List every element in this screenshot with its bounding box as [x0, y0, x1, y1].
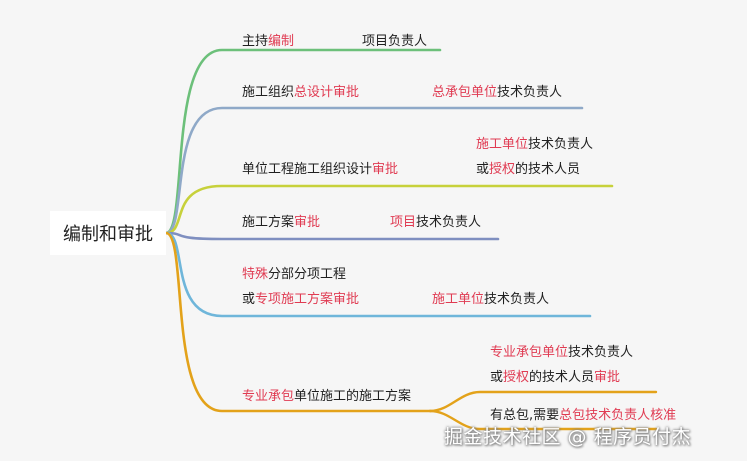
- highlight-text: 授权: [503, 370, 530, 385]
- label-text: 有总包,需要: [490, 408, 560, 423]
- label-text: 的技术人员: [529, 370, 595, 385]
- highlight-text: 编制: [268, 34, 295, 49]
- label-text: 技术负责人: [497, 85, 563, 100]
- highlight-text: 特殊: [242, 267, 269, 282]
- highlight-text: 施工单位: [476, 137, 529, 152]
- label-text: 或: [242, 292, 256, 307]
- branch-connector-4: [164, 231, 500, 241]
- highlight-text: 项目: [390, 215, 417, 230]
- label-text: 项目负责人: [362, 34, 428, 49]
- branch-2-responsible: 总承包单位技术负责人: [432, 85, 562, 101]
- branch-5-label: 或专项施工方案审批: [242, 292, 359, 308]
- branch-3-label: 单位工程施工组织设计审批: [242, 162, 398, 178]
- label-text: 单位施工的施工方案: [294, 389, 412, 404]
- label-text: 单位工程施工组织设计: [242, 162, 373, 177]
- label-text: 施工方案: [242, 215, 295, 230]
- label-text: 的技术人员: [515, 162, 581, 177]
- label-text: 技术负责人: [568, 345, 634, 360]
- highlight-text: 授权: [489, 162, 516, 177]
- highlight-text: 审批: [294, 215, 321, 230]
- root-node[interactable]: 编制和审批: [50, 211, 166, 255]
- branch-6-note: 有总包,需要总包技术负责人核准: [490, 408, 676, 424]
- highlight-text: 总承包单位: [432, 85, 498, 100]
- highlight-text: 施工单位: [432, 292, 485, 307]
- branch-6-responsible: 专业承包单位技术负责人: [490, 345, 633, 361]
- highlight-text: 审批: [594, 370, 621, 385]
- branch-5-responsible: 施工单位技术负责人: [432, 292, 549, 308]
- highlight-text: 专项施工方案审批: [255, 292, 360, 307]
- branch-4-responsible: 项目技术负责人: [390, 215, 481, 231]
- label-text: 或: [476, 162, 490, 177]
- label-text: 主持: [242, 34, 269, 49]
- branch-3-responsible: 或授权的技术人员: [476, 162, 580, 178]
- branch-connector-2: [164, 106, 584, 235]
- label-text: 技术负责人: [484, 292, 550, 307]
- branch-1-responsible: 项目负责人: [362, 34, 427, 50]
- watermark: 掘金技术社区 @ 程序员付杰: [444, 426, 692, 448]
- branch-2-label: 施工组织总设计审批: [242, 85, 359, 101]
- branch-4-label: 施工方案审批: [242, 215, 320, 231]
- branch-connector-5: [164, 231, 592, 318]
- branch-connector-3: [164, 184, 614, 235]
- branch-3-responsible: 施工单位技术负责人: [476, 137, 593, 153]
- highlight-text: 审批: [372, 162, 399, 177]
- branch-5-label: 特殊分部分项工程: [242, 267, 346, 283]
- branch-6-label: 专业承包单位施工的施工方案: [242, 389, 411, 405]
- highlight-text: 专业承包: [242, 389, 295, 404]
- label-text: 技术负责人: [416, 215, 482, 230]
- sub-connector-lower: [428, 409, 658, 431]
- root-label: 编制和审批: [63, 224, 153, 245]
- branch-connector-1: [164, 48, 442, 235]
- label-text: 技术负责人: [528, 137, 594, 152]
- highlight-text: 总设计审批: [294, 85, 360, 100]
- highlight-text: 总包技术负责人核准: [559, 408, 677, 423]
- sub-connector-upper: [428, 390, 658, 413]
- label-text: 施工组织: [242, 85, 295, 100]
- label-text: 分部分项工程: [268, 267, 347, 282]
- branch-6-responsible: 或授权的技术人员审批: [490, 370, 620, 386]
- branch-connector-6: [164, 231, 432, 413]
- branch-1-label: 主持编制: [242, 34, 294, 50]
- highlight-text: 专业承包单位: [490, 345, 569, 360]
- label-text: 或: [490, 370, 504, 385]
